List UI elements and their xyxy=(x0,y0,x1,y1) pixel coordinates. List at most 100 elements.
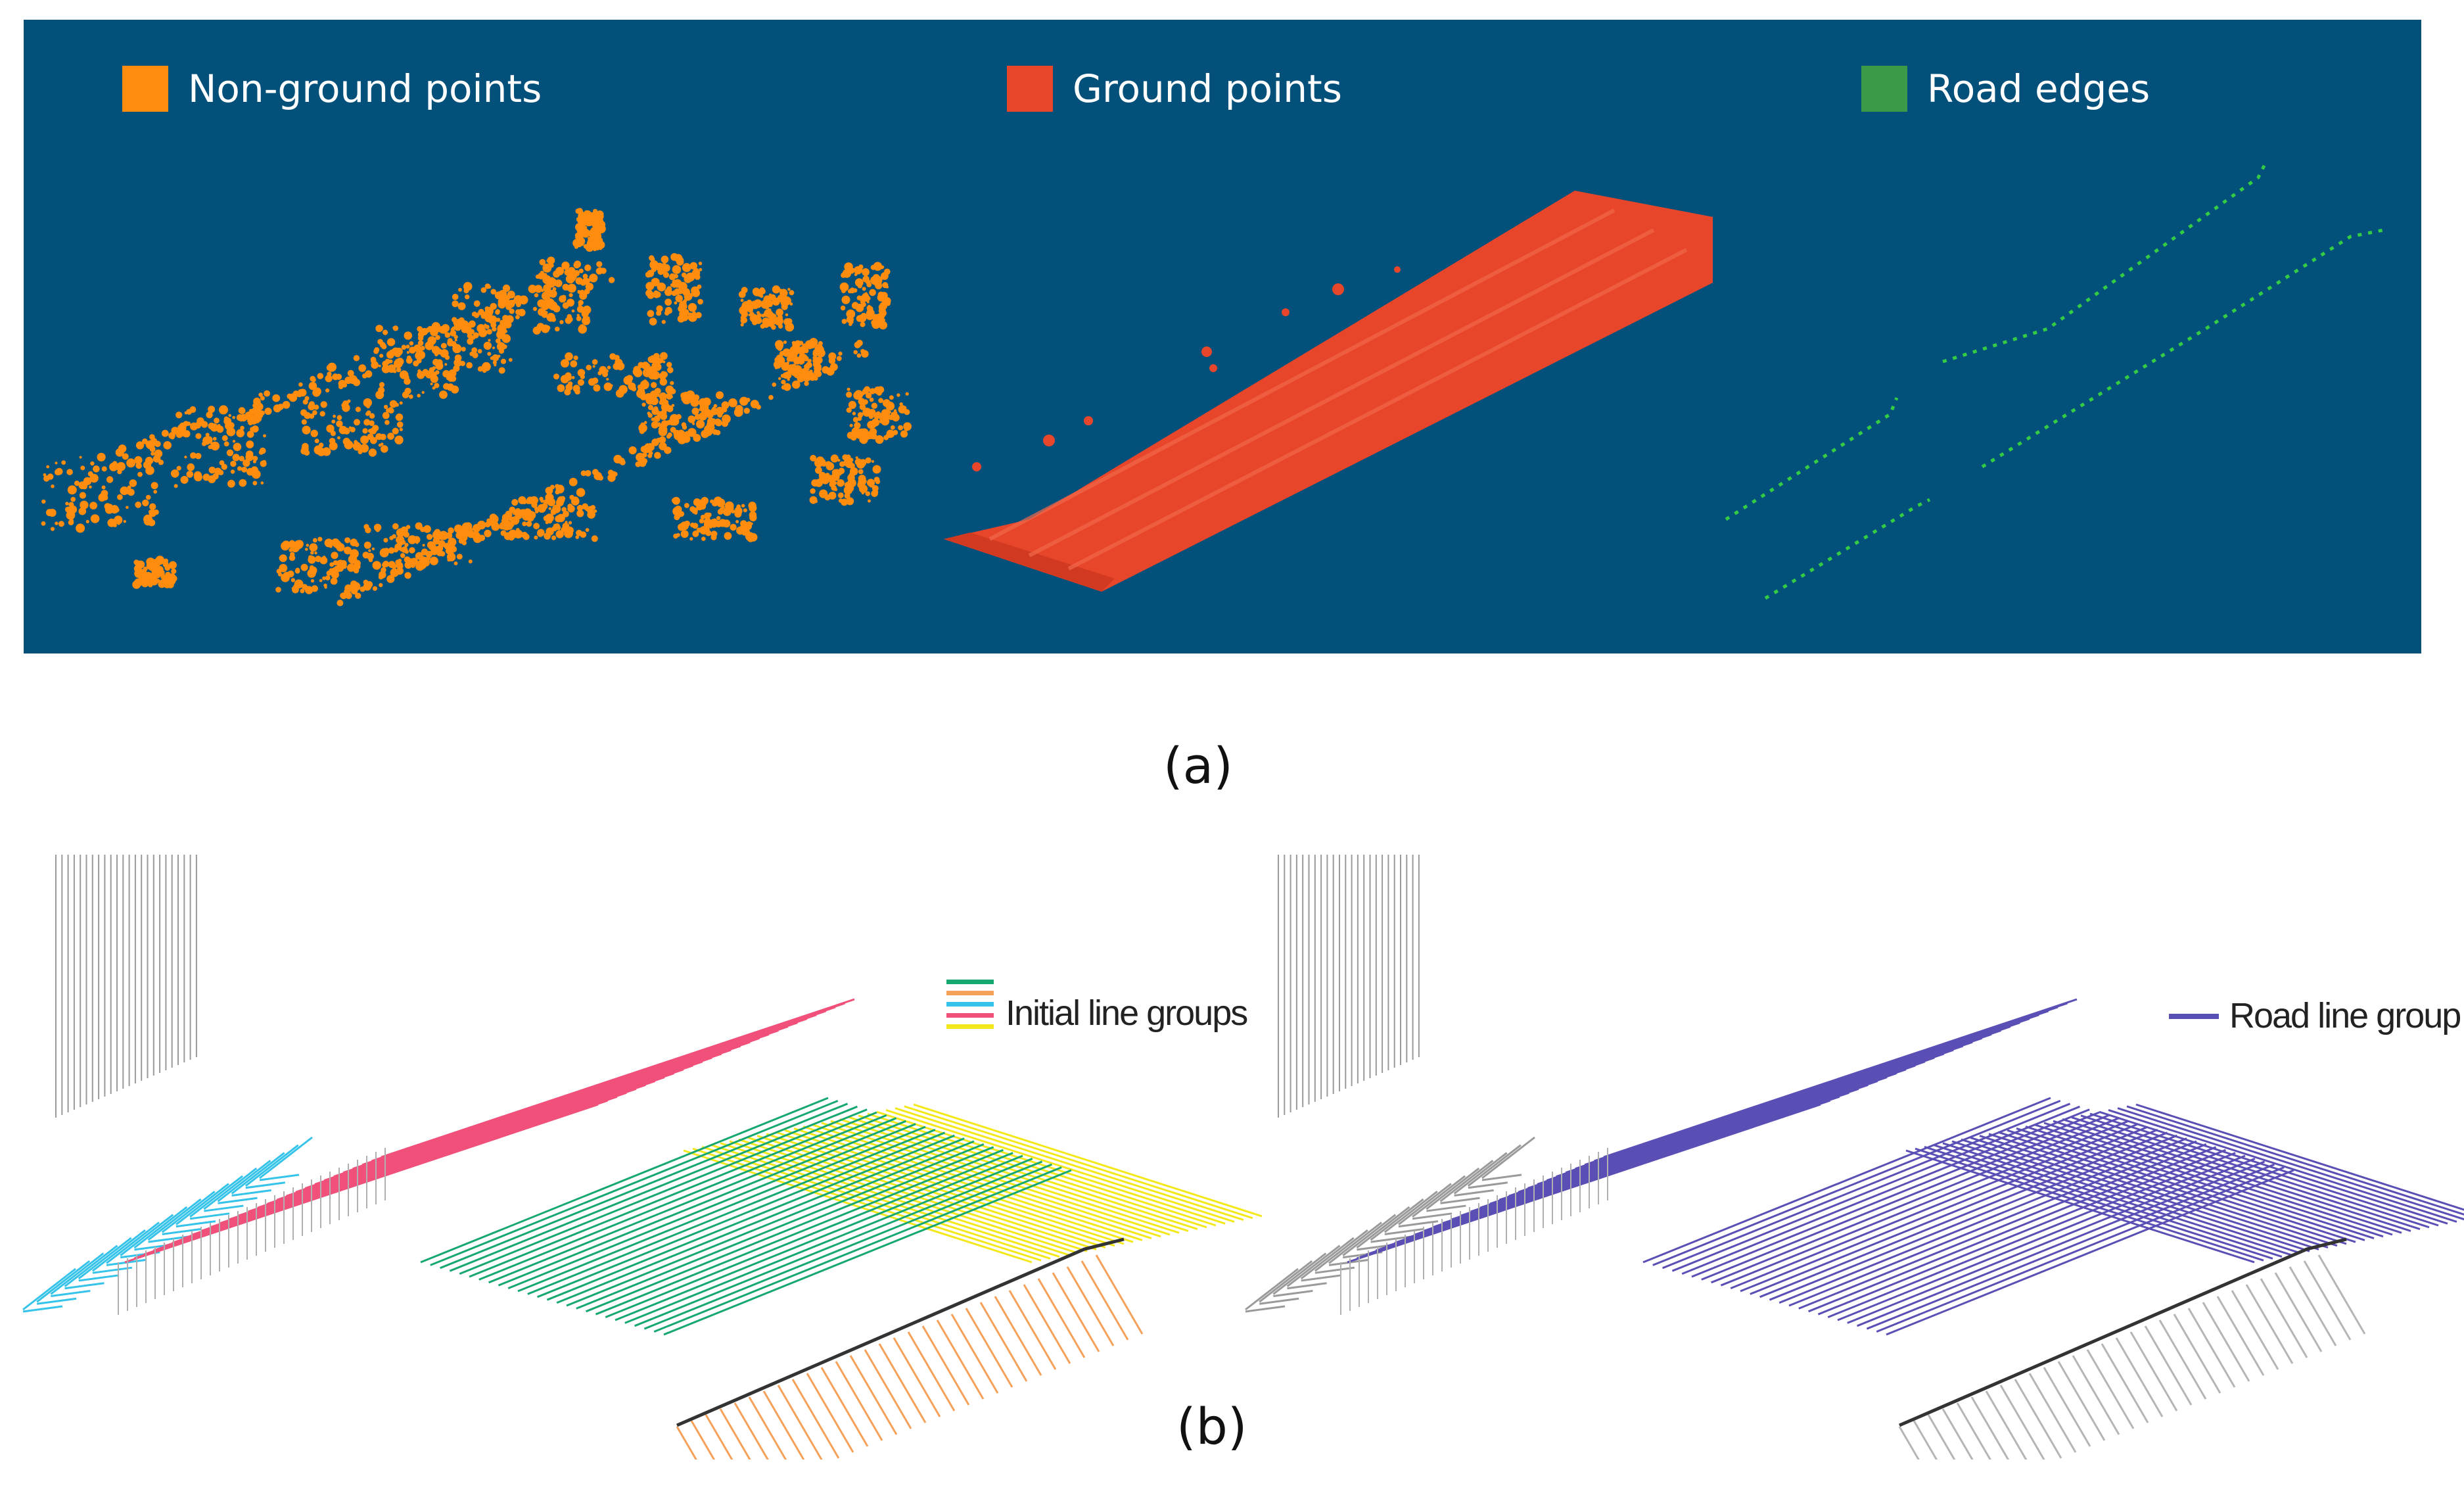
non-ground-point xyxy=(550,508,557,515)
sidewalk-line xyxy=(1342,1214,1397,1256)
road-line-green xyxy=(663,1169,1072,1336)
non-ground-point xyxy=(692,523,699,529)
non-ground-point xyxy=(206,411,213,419)
non-ground-point xyxy=(420,346,425,351)
non-ground-point xyxy=(749,312,755,316)
curb-line xyxy=(676,1426,697,1459)
sidewalk-line xyxy=(1370,1235,1410,1243)
non-ground-point xyxy=(406,525,411,529)
road-line-yellow xyxy=(812,1124,1161,1238)
non-ground-point xyxy=(847,387,850,391)
non-ground-point xyxy=(580,289,585,295)
non-ground-point xyxy=(831,469,839,476)
non-ground-point xyxy=(46,465,50,469)
non-ground-point xyxy=(747,299,752,305)
non-ground-point xyxy=(515,299,522,306)
non-ground-point xyxy=(786,356,791,362)
non-ground-point xyxy=(344,537,351,544)
non-ground-point xyxy=(587,230,593,237)
non-ground-point xyxy=(667,367,674,373)
non-ground-point xyxy=(553,373,559,380)
non-ground-point xyxy=(156,566,162,573)
non-ground-point xyxy=(666,298,672,304)
non-ground-point xyxy=(406,351,410,354)
non-ground-point xyxy=(509,516,514,521)
non-ground-point xyxy=(333,414,336,418)
non-ground-point xyxy=(238,407,246,414)
non-ground-point xyxy=(651,371,660,380)
non-ground-point xyxy=(194,473,202,482)
non-ground-point xyxy=(731,510,735,513)
non-ground-point xyxy=(701,496,709,505)
road-line-yellow xyxy=(885,1108,1235,1223)
non-ground-point xyxy=(580,531,587,538)
non-ground-point xyxy=(716,515,721,521)
road-line-green xyxy=(537,1131,946,1298)
non-ground-point xyxy=(232,415,235,419)
non-ground-point xyxy=(148,519,156,527)
non-ground-point xyxy=(151,482,158,490)
non-ground-point xyxy=(363,541,371,549)
non-ground-point xyxy=(245,453,254,462)
road-line-green xyxy=(488,1117,897,1284)
non-ground-point xyxy=(699,518,705,524)
non-ground-point xyxy=(352,379,361,387)
non-ground-point xyxy=(278,572,283,577)
non-ground-point xyxy=(597,371,602,375)
non-ground-point xyxy=(710,534,717,540)
curb-line xyxy=(835,1361,883,1441)
non-ground-point xyxy=(144,571,152,581)
non-ground-point xyxy=(492,346,495,350)
curb-line xyxy=(791,1379,840,1459)
curb-line xyxy=(1052,1272,1100,1352)
non-ground-point xyxy=(684,275,692,283)
non-ground-point xyxy=(680,303,687,310)
curb-line xyxy=(2043,1367,2091,1447)
curb-line xyxy=(907,1331,956,1412)
non-ground-point xyxy=(631,386,637,392)
sidewalk-line xyxy=(36,1260,91,1303)
road-line-yellow xyxy=(821,1122,1171,1236)
non-ground-point xyxy=(232,454,240,462)
non-ground-point xyxy=(538,272,545,279)
non-ground-point xyxy=(126,491,129,494)
non-ground-point xyxy=(821,461,827,467)
non-ground-point xyxy=(106,476,114,483)
curb-line xyxy=(1927,1414,1956,1459)
non-ground-point xyxy=(659,392,667,400)
non-ground-point xyxy=(830,454,839,463)
non-ground-point xyxy=(845,486,850,492)
non-ground-point xyxy=(584,219,592,227)
non-ground-point xyxy=(872,460,874,463)
non-ground-point xyxy=(565,352,573,361)
non-ground-point xyxy=(811,479,819,487)
non-ground-point xyxy=(854,390,864,399)
non-ground-point xyxy=(576,488,586,497)
non-ground-point xyxy=(179,422,187,430)
legend-swatch-line xyxy=(946,1024,994,1029)
non-ground-point xyxy=(613,471,618,477)
non-ground-point xyxy=(776,364,781,369)
non-ground-point xyxy=(214,417,220,423)
non-ground-point xyxy=(577,290,580,293)
curb-edge xyxy=(1899,1237,2347,1427)
non-ground-point xyxy=(432,366,436,370)
non-ground-point xyxy=(651,363,655,366)
non-ground-point xyxy=(699,408,703,412)
road-line-green xyxy=(586,1146,994,1313)
non-ground-point xyxy=(638,423,647,433)
non-ground-point xyxy=(372,561,381,570)
non-ground-point xyxy=(836,356,842,362)
non-ground-point xyxy=(718,519,727,527)
legend-label-ground: Ground points xyxy=(1073,66,1342,111)
non-ground-point xyxy=(647,404,654,410)
non-ground-point xyxy=(394,435,404,444)
non-ground-point xyxy=(489,316,495,321)
non-ground-point xyxy=(539,496,544,501)
caption-a: (a) xyxy=(1163,736,1233,795)
non-ground-point xyxy=(158,580,166,588)
non-ground-point xyxy=(592,359,598,365)
non-ground-point xyxy=(145,465,154,475)
road-line-green xyxy=(605,1152,1013,1318)
non-ground-point xyxy=(272,394,281,402)
